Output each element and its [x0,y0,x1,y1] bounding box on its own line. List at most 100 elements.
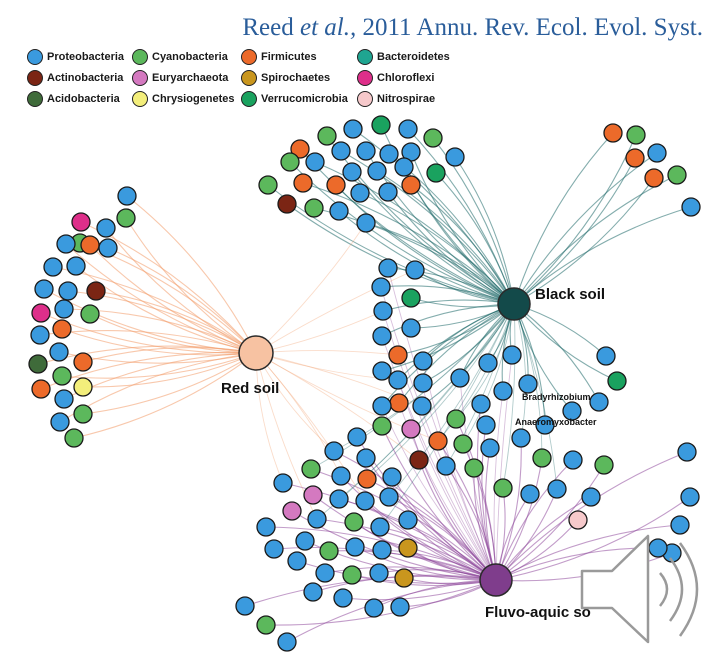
taxon-node-proteobacteria [287,551,307,571]
network-nodes [28,115,701,652]
taxon-node-proteobacteria [581,487,601,507]
taxon-node-proteobacteria [34,279,54,299]
taxon-node-proteobacteria [390,597,410,617]
taxon-node-proteobacteria [398,119,418,139]
taxon-node-proteobacteria [356,213,376,233]
taxon-node-cyanobacteria [464,458,484,478]
taxon-node-proteobacteria [264,539,284,559]
legend-swatch [357,91,373,107]
taxon-node-proteobacteria [413,351,433,371]
taxon-node-proteobacteria [450,368,470,388]
edge-black [502,303,516,489]
taxon-node-cyanobacteria [594,455,614,475]
taxon-node-proteobacteria [379,144,399,164]
citation-et-al: et al., [299,14,357,41]
taxon-node-proteobacteria [378,258,398,278]
edge-black [513,177,655,305]
taxon-node-proteobacteria [342,162,362,182]
edge-black [410,184,515,305]
edge-fluvo [495,464,605,581]
edge-red [255,310,384,354]
taxon-node-proteobacteria [436,456,456,476]
taxon-node-proteobacteria [256,517,276,537]
legend-item-acidobacteria: Acidobacteria [27,90,120,108]
taxon-node-proteobacteria [49,342,69,362]
hub-nodes [238,287,531,597]
taxon-node-proteobacteria [401,318,421,338]
edge-red [255,350,399,356]
taxon-node-cyanobacteria [626,125,646,145]
taxon-node-proteobacteria [413,373,433,393]
legend-label: Verrucomicrobia [261,93,348,105]
taxon-node-proteobacteria [277,632,297,652]
taxon-node-cyanobacteria [116,208,136,228]
taxon-node-proteobacteria [445,147,465,167]
edge-red [255,352,366,502]
taxon-node-proteobacteria [596,346,616,366]
taxon-node-cyanobacteria [493,478,513,498]
taxon-node-proteobacteria [372,326,392,346]
edge-black [513,132,614,305]
edge-fluvo [495,496,691,581]
taxon-node-cyanobacteria [453,434,473,454]
edge-black [513,134,637,305]
edge-red [125,217,257,354]
taxon-node-proteobacteria [347,427,367,447]
taxon-node-spirochaetes [398,538,418,558]
taxon-node-firmicutes [357,469,377,489]
legend-swatch [241,70,257,86]
taxon-node-proteobacteria [350,183,370,203]
edge-red [107,247,257,354]
taxon-node-proteobacteria [58,281,78,301]
taxon-node-firmicutes [31,379,51,399]
taxon-node-proteobacteria [324,441,344,461]
edge-fluvo [495,354,513,581]
legend-label: Cyanobacteria [152,51,228,63]
taxon-node-verrucomicrobia [426,163,446,183]
edge-red [255,222,367,354]
taxon-node-cyanobacteria [344,512,364,532]
taxon-node-cyanobacteria [667,165,687,185]
taxon-node-proteobacteria [50,412,70,432]
taxon-node-firmicutes [644,168,664,188]
taxon-node-proteobacteria [56,234,76,254]
taxon-node-euryarchaeota [401,419,421,439]
speaker-icon[interactable] [580,534,699,644]
taxon-node-proteobacteria [355,491,375,511]
taxon-node-proteobacteria [30,325,50,345]
citation-authors: Reed [242,14,300,41]
legend-label: Actinobacteria [47,72,124,84]
taxon-node-firmicutes [326,175,346,195]
taxon-node-proteobacteria [394,157,414,177]
legend-item-spirochaetes: Spirochaetes [241,69,330,87]
edge-black [462,303,515,445]
taxon-node-proteobacteria [647,143,667,163]
taxon-node-cyanobacteria [80,304,100,324]
taxon-node-proteobacteria [648,538,668,558]
citation: Reed et al., 2011 Annu. Rev. Ecol. Evol.… [0,14,725,42]
legend-item-nitrospirae: Nitrospirae [357,90,435,108]
taxon-node-verrucomicrobia [371,115,391,135]
taxon-node-proteobacteria [372,396,392,416]
taxon-node-proteobacteria [493,381,513,401]
taxon-node-verrucomicrobia [607,371,627,391]
taxon-node-proteobacteria [520,484,540,504]
taxon-node-proteobacteria [502,345,522,365]
edge-black [376,170,515,305]
taxon-node-proteobacteria [378,182,398,202]
taxon-node-proteobacteria [343,119,363,139]
taxon-node-proteobacteria [305,152,325,172]
taxon-node-proteobacteria [388,370,408,390]
taxon-node-proteobacteria [382,467,402,487]
taxon-node-proteobacteria [315,563,335,583]
legend-label: Proteobacteria [47,51,125,63]
taxon-node-proteobacteria [471,394,491,414]
edge-red [255,352,284,484]
taxon-node-proteobacteria [680,487,700,507]
edge-black [513,157,636,305]
taxon-node-firmicutes [428,431,448,451]
hub-node-red [238,335,274,371]
taxon-node-cyanobacteria [258,175,278,195]
